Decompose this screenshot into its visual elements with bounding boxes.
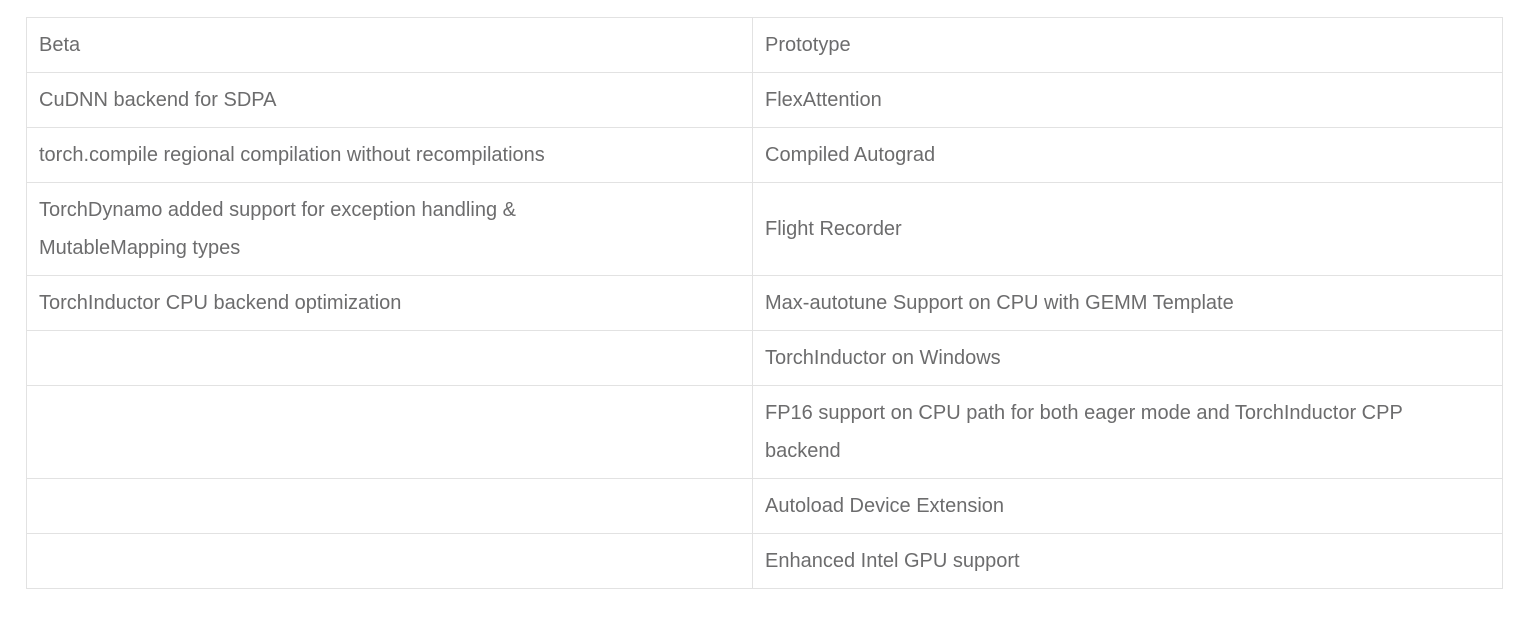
table-cell-prototype: Max-autotune Support on CPU with GEMM Te…	[752, 275, 1503, 331]
table-row: TorchInductor CPU backend optimization M…	[26, 275, 1503, 331]
table-cell-prototype: Flight Recorder	[752, 182, 1503, 276]
table-cell-prototype: FP16 support on CPU path for both eager …	[752, 385, 1503, 479]
table-cell-beta: TorchInductor CPU backend optimization	[26, 275, 753, 331]
table-cell-prototype: TorchInductor on Windows	[752, 330, 1503, 386]
table-cell-prototype: FlexAttention	[752, 72, 1503, 128]
table-header-row: Beta Prototype	[26, 17, 1503, 73]
table-cell-beta	[26, 478, 753, 534]
table-cell-prototype: Autoload Device Extension	[752, 478, 1503, 534]
table-cell-beta: CuDNN backend for SDPA	[26, 72, 753, 128]
table-cell-beta: torch.compile regional compilation witho…	[26, 127, 753, 183]
table-row: torch.compile regional compilation witho…	[26, 127, 1503, 183]
table-row: TorchInductor on Windows	[26, 330, 1503, 386]
table-cell-beta	[26, 533, 753, 589]
table-cell-beta	[26, 330, 753, 386]
column-header-prototype: Prototype	[752, 17, 1503, 73]
table-row: CuDNN backend for SDPA FlexAttention	[26, 72, 1503, 128]
features-table: Beta Prototype CuDNN backend for SDPA Fl…	[26, 17, 1503, 589]
table-row: Enhanced Intel GPU support	[26, 533, 1503, 589]
table-cell-prototype: Compiled Autograd	[752, 127, 1503, 183]
table-row: FP16 support on CPU path for both eager …	[26, 385, 1503, 479]
column-header-beta: Beta	[26, 17, 753, 73]
table-cell-beta	[26, 385, 753, 479]
table-cell-prototype: Enhanced Intel GPU support	[752, 533, 1503, 589]
table-row: TorchDynamo added support for exception …	[26, 182, 1503, 276]
table-cell-beta: TorchDynamo added support for exception …	[26, 182, 753, 276]
table-row: Autoload Device Extension	[26, 478, 1503, 534]
